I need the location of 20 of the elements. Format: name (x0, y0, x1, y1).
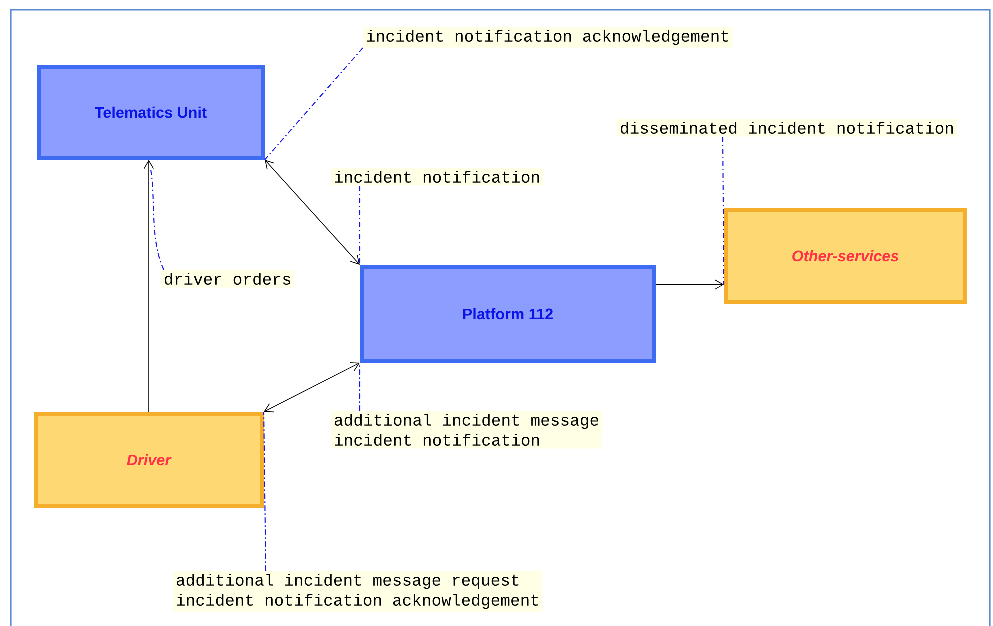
arrow (656, 280, 724, 290)
process-box: Platform 112 (360, 265, 656, 363)
arrow (264, 362, 360, 413)
process-box: Driver (34, 412, 264, 508)
message-note: disseminated incident notification (617, 119, 958, 137)
message-note: incident notification (331, 168, 544, 186)
leader-line (264, 48, 364, 160)
leader-line (359, 363, 361, 411)
message-note: driver orders (161, 270, 295, 288)
process-box: Telematics Unit (37, 65, 265, 160)
message-note: incident notification acknowledgement (363, 27, 733, 48)
message-note: additional incident message incident notification (331, 411, 602, 449)
process-box: Other-services (724, 208, 967, 304)
arrow (265, 160, 360, 265)
message-note: additional incident message request incident notification acknowledgement (173, 571, 543, 612)
arrow (144, 160, 154, 412)
leader-line (722, 136, 725, 285)
leader-line (359, 186, 361, 265)
leader-line (150, 170, 164, 270)
leader-line (263, 412, 267, 572)
